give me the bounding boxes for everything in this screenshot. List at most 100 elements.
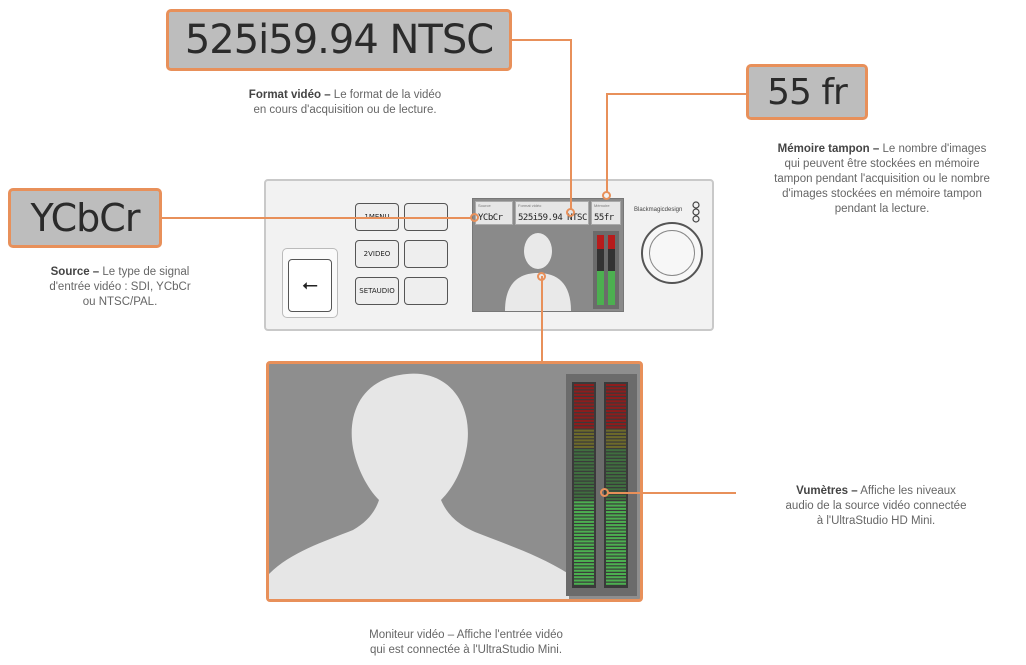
usb-icon: ⭠ [288,259,332,312]
audio-button[interactable]: SETAUDIO [355,277,399,305]
meter-segment [574,452,594,455]
meter-segment [606,465,626,468]
meter-segment [606,572,626,576]
audio-meter-bars [572,382,628,588]
meter-segment [606,410,626,413]
meter-segment [574,462,594,465]
meter-segment [606,494,626,497]
meter-segment [574,458,594,461]
meter-segment [606,393,626,396]
source-title: Source – [50,266,100,278]
meter-segment [574,455,594,458]
lcd-silhouette [505,233,571,311]
lcd-format-cell: Format vidéo 525i59.94 NTSC [515,201,589,225]
meter-segment [574,432,594,435]
meter-segment [574,514,594,517]
meter-segment [574,540,594,543]
meter-segment [606,432,626,435]
source-callout: YCbCr [8,188,162,248]
meter-segment [574,449,594,452]
brand-dots-icon [692,201,700,223]
meter-segment [606,546,626,549]
video-format-leader [570,39,572,210]
meters-dot [600,488,609,497]
meter-segment [606,390,626,393]
meter-segment [574,550,594,553]
lcd-buffer-value: 55fr [594,213,614,223]
video-format-callout: 525i59.94 NTSC [166,9,512,71]
meter-segment [574,546,594,549]
meter-segment [574,419,594,422]
meter-segment [574,543,594,546]
meter-segment [574,423,594,426]
monitor-description: Moniteur vidéo – Affiche l'entrée vidéo … [369,629,563,656]
source-dot [470,213,479,222]
jog-wheel-knob[interactable] [641,222,703,284]
video-button[interactable]: 2VIDEO [355,240,399,268]
meter-segment [606,566,626,569]
meter-segment [574,465,594,468]
meter-segment [606,397,626,400]
video-format-dot [566,208,575,217]
meter-segment [574,416,594,419]
meter-segment [574,566,594,569]
meter-segment [574,468,594,471]
meter-segment [606,455,626,458]
video-format-title: Format vidéo – [248,89,331,101]
meter-segment [574,410,594,413]
meter-segment [574,537,594,540]
meter-segment [606,384,626,387]
meter-segment [574,390,594,393]
meter-segment [606,582,626,585]
meter-segment [574,533,594,536]
buffer-leader [608,93,746,95]
jog-wheel-inner [649,230,695,276]
meter-segment [606,569,626,572]
monitor-silhouette [269,373,569,599]
meter-segment [606,416,626,419]
meter-segment [606,439,626,442]
meter-segment [574,436,594,439]
meter-segment [606,563,626,566]
meter-segment [574,498,594,501]
meter-segment [606,543,626,546]
meter-segment [606,553,626,556]
meter-segment [606,436,626,439]
meter-segment [606,514,626,517]
meter-segment [606,520,626,523]
meter-segment [574,524,594,527]
meter-segment [574,507,594,510]
meter-segment [606,504,626,507]
source-description: Source – Le type de signal d'entrée vidé… [49,266,191,308]
lcd-source-value: YCbCr [478,213,503,223]
source-leader [162,217,472,219]
meter-segment [574,517,594,520]
meter-segment [606,533,626,536]
meter-segment [606,471,626,475]
meter-segment [606,517,626,520]
device-lcd-screen: Source YCbCr Format vidéo 525i59.94 NTSC… [472,198,624,312]
lcd-buffer-cell: Mémoire 55fr [591,201,621,225]
meter-segment [606,550,626,553]
meter-segment [574,384,594,387]
meter-segment [574,485,594,488]
meter-segment [606,419,626,422]
meter-segment [606,481,626,484]
meter-segment [574,511,594,514]
meters-description: Vumètres – Affiche les niveaux audio de … [785,485,967,527]
meter-segment [574,559,594,562]
meter-segment [606,403,626,406]
meter-segment [574,478,594,481]
meter-segment [606,423,626,426]
blank-button-3[interactable] [404,277,448,305]
meter-segment [574,387,594,390]
meter-segment [574,501,594,504]
meters-leader [608,492,736,494]
meter-segment [574,393,594,396]
buffer-dot [602,191,611,200]
blank-button-2[interactable] [404,240,448,268]
meter-segment [606,511,626,514]
meter-segment [606,559,626,562]
meter-segment [574,527,594,530]
brand-logo: Blackmagicdesign [634,207,683,213]
